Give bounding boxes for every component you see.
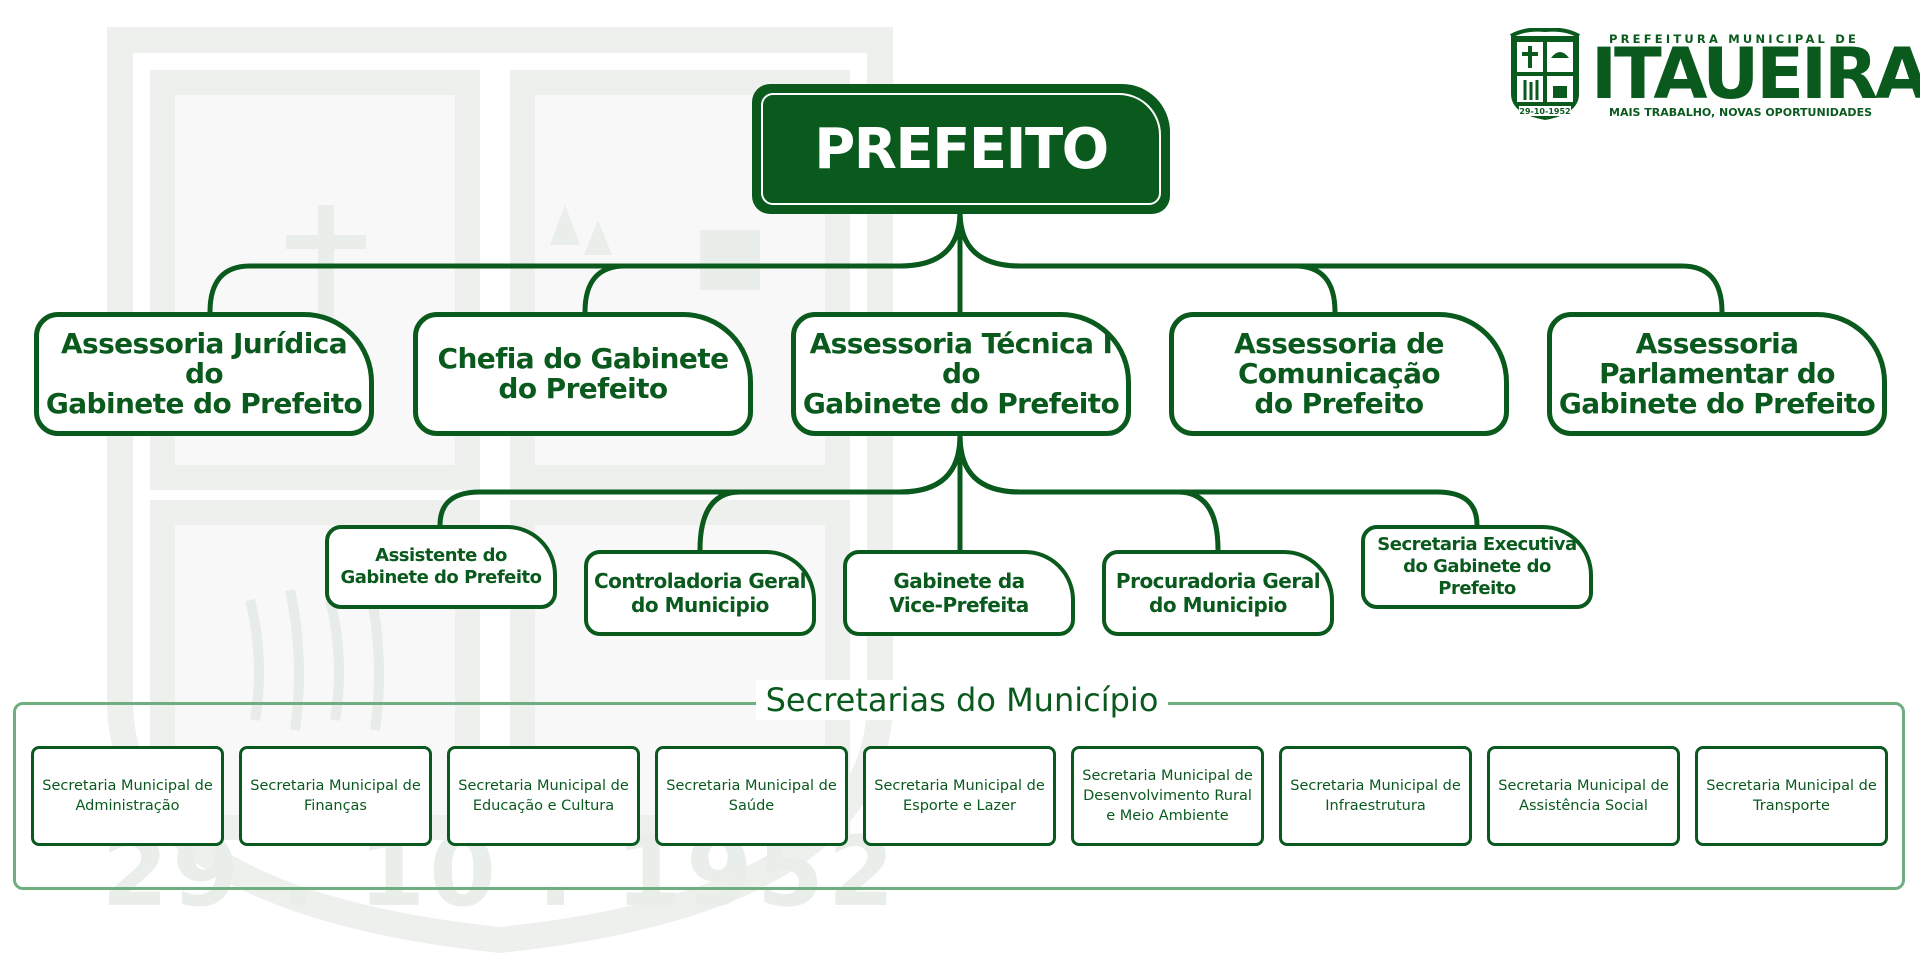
secretaria-label: Secretaria Municipal de Assistência Soci… xyxy=(1498,778,1669,814)
node-label: Assessoria Parlamentar do Gabinete do Pr… xyxy=(1558,327,1876,420)
secretaria-label: Secretaria Municipal de Educação e Cultu… xyxy=(458,778,629,814)
node-controladoria-geral: Controladoria Geral do Municipio xyxy=(584,550,816,636)
secretaria-label: Secretaria Municipal de Saúde xyxy=(666,778,837,814)
node-label: Controladoria Geral do Municipio xyxy=(593,569,807,617)
node-label: Assessoria Jurídica do Gabinete do Prefe… xyxy=(45,327,363,420)
node-secretaria-executiva: Secretaria Executiva do Gabinete do Pref… xyxy=(1361,525,1593,609)
node-chefia-gabinete: Chefia do Gabinete do Prefeito xyxy=(413,312,753,436)
node-label: Procuradoria Geral do Municipio xyxy=(1115,569,1321,617)
node-label: Assistente do Gabinete do Prefeito xyxy=(340,545,542,588)
node-procuradoria-geral: Procuradoria Geral do Municipio xyxy=(1102,550,1334,636)
node-label: Secretaria Executiva do Gabinete do Pref… xyxy=(1377,534,1577,599)
secretaria-assistencia-social: Secretaria Municipal de Assistência Soci… xyxy=(1487,746,1680,846)
node-label: Chefia do Gabinete do Prefeito xyxy=(437,342,730,405)
connector-l1-l2-0 xyxy=(437,433,963,528)
secretaria-financas: Secretaria Municipal de Finanças xyxy=(239,746,432,846)
secretaria-administracao: Secretaria Municipal de Administração xyxy=(31,746,224,846)
svg-text:29-10-1952: 29-10-1952 xyxy=(1519,107,1570,116)
secretaria-transporte: Secretaria Municipal de Transporte xyxy=(1695,746,1888,846)
node-label: Assessoria de Comunicação do Prefeito xyxy=(1234,327,1444,420)
node-gabinete-vice-prefeita: Gabinete da Vice-Prefeita xyxy=(843,550,1075,636)
secretaria-infraestrutura: Secretaria Municipal de Infraestrutura xyxy=(1279,746,1472,846)
logo-subtitle: MAIS TRABALHO, NOVAS OPORTUNIDADES xyxy=(1609,106,1873,119)
secretaria-label: Secretaria Municipal de Finanças xyxy=(250,778,421,814)
connector-root-l1-1 xyxy=(582,209,963,315)
secretaria-label: Secretaria Municipal de Transporte xyxy=(1706,778,1877,814)
secretaria-label: Secretaria Municipal de Esporte e Lazer xyxy=(874,778,1045,814)
node-assessoria-juridica: Assessoria Jurídica do Gabinete do Prefe… xyxy=(34,312,374,436)
node-assessoria-comunicacao: Assessoria de Comunicação do Prefeito xyxy=(1169,312,1509,436)
node-prefeito-label: PREFEITO xyxy=(814,116,1109,182)
node-label: Gabinete da Vice-Prefeita xyxy=(889,569,1029,617)
secretaria-label: Secretaria Municipal de Desenvolvimento … xyxy=(1082,768,1253,824)
secretaria-saude: Secretaria Municipal de Saúde xyxy=(655,746,848,846)
node-assistente-gabinete: Assistente do Gabinete do Prefeito xyxy=(325,525,557,609)
node-assessoria-tecnica: Assessoria Técnica I do Gabinete do Pref… xyxy=(791,312,1131,436)
city-seal-icon: 29-10-1952 xyxy=(1510,28,1580,120)
connector-root-l1-4 xyxy=(957,209,1725,315)
logo-top-text: PREFEITURA MUNICIPAL DE xyxy=(1609,32,1860,46)
connector-l1-l2-4 xyxy=(957,433,1480,528)
itaueira-logo: 29-10-1952 PREFEITURA MUNICIPAL DE ITAUE… xyxy=(1505,28,1920,128)
node-prefeito: PREFEITO xyxy=(752,84,1170,214)
connector-l1-l2-1 xyxy=(697,433,963,553)
secretaria-label: Secretaria Municipal de Administração xyxy=(42,778,213,814)
secretaria-desenvolvimento-rural: Secretaria Municipal de Desenvolvimento … xyxy=(1071,746,1264,846)
logo-name: ITAUEIRA xyxy=(1591,33,1920,115)
secretarias-title: Secretarias do Município xyxy=(756,680,1168,720)
node-prefeito-inner: PREFEITO xyxy=(761,93,1161,205)
node-label: Assessoria Técnica I do Gabinete do Pref… xyxy=(802,327,1120,420)
secretaria-label: Secretaria Municipal de Infraestrutura xyxy=(1290,778,1461,814)
node-assessoria-parlamentar: Assessoria Parlamentar do Gabinete do Pr… xyxy=(1547,312,1887,436)
secretaria-esporte-lazer: Secretaria Municipal de Esporte e Lazer xyxy=(863,746,1056,846)
secretaria-educacao-cultura: Secretaria Municipal de Educação e Cultu… xyxy=(447,746,640,846)
connector-root-l1-3 xyxy=(957,209,1338,315)
